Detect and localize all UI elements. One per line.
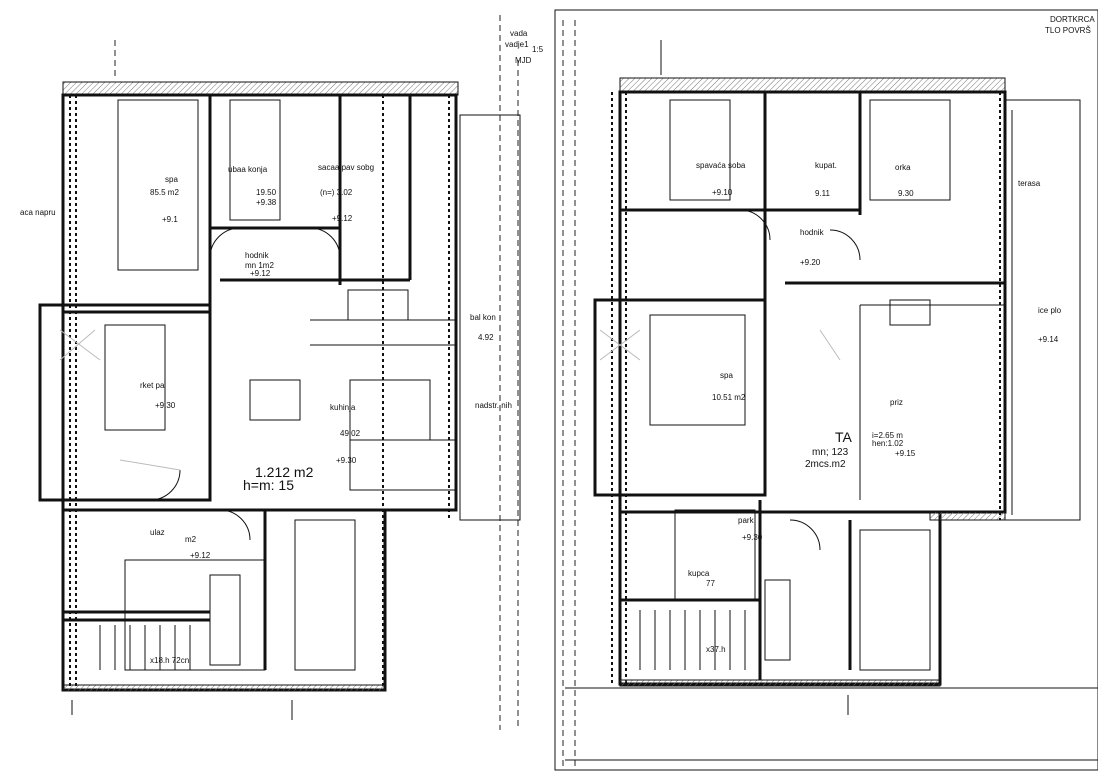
scale-label: 1:5 — [532, 45, 544, 54]
room-level: +9.1 — [162, 215, 178, 224]
room-area: mn; 123 — [812, 447, 849, 458]
room-area: 10.51 m2 — [712, 393, 746, 402]
room-area: m2 — [185, 535, 197, 544]
room-level: +9.30 — [742, 533, 763, 542]
right-labels: DORTKRCA TLO POVRŠ spavaća soba +9.10 ku… — [688, 15, 1095, 654]
room-level: +9.30 — [155, 401, 176, 410]
room-level: +9.10 — [712, 188, 733, 197]
room-area: 19.50 — [256, 188, 277, 197]
room-name: kupat. — [815, 161, 837, 170]
room-area: (n=) 3.02 — [320, 188, 353, 197]
title-block-line: MJD — [515, 56, 532, 65]
room-name: orka — [895, 163, 911, 172]
room-area: 85.5 m2 — [150, 188, 179, 197]
stair-treads — [639, 610, 746, 670]
right-floor-plan — [554, 9, 1098, 771]
room-name: bal kon — [470, 313, 496, 322]
room-name: kuhinja — [330, 403, 356, 412]
room-name: rket pa — [140, 381, 165, 390]
room-level: 2mcs.m2 — [805, 459, 846, 470]
room-area: 77 — [706, 579, 715, 588]
room-name: priz — [890, 398, 903, 407]
room-name: ubaa konja — [228, 165, 268, 174]
room-name: TA — [835, 429, 853, 445]
ceiling-height: hen:1.02 — [872, 439, 904, 448]
room-level: +9.20 — [800, 258, 821, 267]
room-name: aca napru — [20, 208, 56, 217]
room-name: nadstr. nih — [475, 401, 512, 410]
title-block-line: vadje1 — [505, 40, 529, 49]
room-level: 9.11 — [815, 189, 831, 198]
left-labels: vada vadje1 1:5 MJD spa 85.5 m2 +9.1 uba… — [20, 29, 544, 665]
room-level: +9.38 — [256, 198, 277, 207]
room-name: hodnik — [245, 251, 270, 260]
room-area: i=2.65 m — [872, 431, 903, 440]
total-area: 1.212 m2 — [255, 464, 314, 480]
ceiling-height: h=m: 15 — [243, 477, 294, 493]
title-block-line: DORTKRCA — [1050, 15, 1095, 24]
room-name: sacaa pav sobg — [318, 163, 374, 172]
title-block-line: TLO POVRŠ — [1045, 26, 1091, 35]
room-level: 9.30 — [898, 189, 914, 198]
stair-label: x37.h — [706, 645, 726, 654]
room-level: +9.15 — [895, 449, 916, 458]
room-name: spavaća soba — [696, 161, 746, 170]
stair-treads — [99, 625, 191, 670]
room-level: 4.92 — [478, 333, 494, 342]
room-level: +9.14 — [1038, 335, 1059, 344]
room-level: +9.30 — [336, 456, 357, 465]
room-name: terasa — [1018, 179, 1041, 188]
room-level: +9.12 — [250, 269, 271, 278]
room-name: ulaz — [150, 528, 165, 537]
room-name: kupca — [688, 569, 710, 578]
room-level: +9.12 — [190, 551, 211, 560]
room-name: spa — [720, 371, 733, 380]
room-area: mn 1m2 — [245, 261, 274, 270]
left-floor-plan — [38, 15, 521, 730]
room-name: spa — [165, 175, 178, 184]
room-level: +9.12 — [332, 214, 353, 223]
title-block-line: vada — [510, 29, 528, 38]
room-area: 49.02 — [340, 429, 361, 438]
room-name: ice plo — [1038, 306, 1062, 315]
room-name: park — [738, 516, 755, 525]
room-name: hodnik — [800, 228, 825, 237]
stair-label: x18.h 72cn — [150, 656, 189, 665]
